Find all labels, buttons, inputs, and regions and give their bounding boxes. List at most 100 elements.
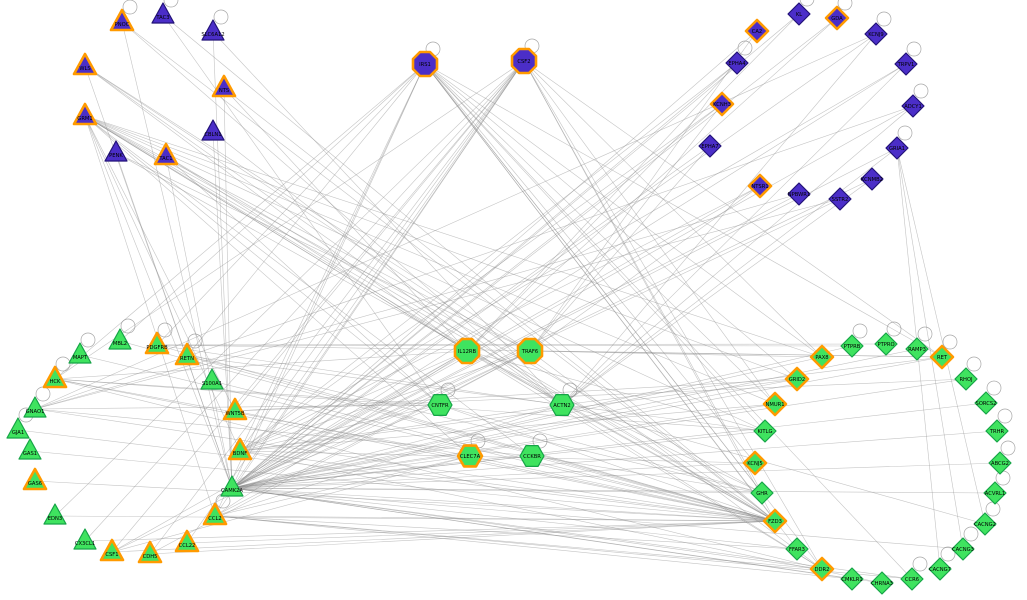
diamond-shape — [840, 334, 864, 358]
node-label: ADCY1 — [904, 104, 922, 110]
node-ret[interactable]: RET — [929, 344, 955, 370]
node-nmur1[interactable]: NMUR1 — [762, 391, 788, 417]
node-gja1[interactable]: GJA1 — [6, 417, 30, 439]
node-csf1[interactable]: CSF1 — [99, 538, 125, 562]
node-ptprb[interactable]: PTPRB — [840, 334, 864, 358]
node-adcy1[interactable]: ADCY1 — [901, 94, 925, 118]
edge-camk2a-cacng3 — [231, 487, 964, 550]
node-npbwr1[interactable]: NPBWR1 — [787, 182, 811, 206]
node-tac3[interactable]: TAC3 — [151, 2, 175, 24]
node-retn[interactable]: RETN — [174, 342, 200, 366]
triangle-shape — [23, 396, 47, 418]
node-pdgfrb[interactable]: PDGFRB — [144, 331, 170, 355]
node-edn3[interactable]: EDN3 — [43, 503, 67, 525]
node-ffar3[interactable]: FFAR3 — [785, 537, 809, 561]
edge-grm1-bdnf — [84, 115, 241, 452]
node-grid2[interactable]: GRID2 — [784, 366, 810, 392]
node-cx3cl1[interactable]: CX3CL1 — [73, 528, 97, 550]
node-clec7a[interactable]: CLEC7A — [456, 444, 484, 468]
node-ccl22[interactable]: CCL22 — [174, 529, 200, 553]
node-kitlg[interactable]: KITLG — [753, 419, 777, 443]
node-label: KITLG — [757, 429, 772, 435]
node-pax8[interactable]: PAX8 — [809, 344, 835, 370]
node-mapt[interactable]: MAPT — [68, 342, 92, 364]
node-sstr2[interactable]: SSTR2 — [828, 187, 852, 211]
edge-camk2a-grid2 — [231, 378, 798, 489]
node-kcnmb2[interactable]: KCNMB2 — [860, 167, 884, 191]
node-actn2[interactable]: ACTN2 — [549, 394, 575, 416]
node-bdnf[interactable]: BDNF — [227, 437, 253, 461]
node-rhoj[interactable]: RHOJ — [954, 367, 978, 391]
node-cmklr1[interactable]: CMKLR1 — [840, 567, 864, 591]
node-cckbr[interactable]: CCKBR — [519, 445, 545, 467]
node-epha7[interactable]: EPHA7 — [698, 134, 722, 158]
edge-grm1-pax8 — [84, 115, 823, 358]
node-abcg2[interactable]: ABCG2 — [988, 451, 1012, 475]
node-ptpro[interactable]: PTPRO — [874, 332, 898, 356]
node-gnao1[interactable]: GNAO1 — [23, 396, 47, 418]
diamond-shape — [885, 136, 909, 160]
node-ntsr1[interactable]: NTSR1 — [747, 173, 773, 199]
node-ca2[interactable]: CA2 — [744, 18, 770, 44]
node-cbln1[interactable]: CBLN1 — [201, 119, 225, 141]
edge-irs1-ddr2 — [424, 63, 823, 570]
diamond-shape — [988, 451, 1012, 475]
edge-fzd3-mapt — [79, 354, 776, 522]
node-kl[interactable]: KL — [787, 2, 811, 26]
self-loop-ramp3 — [917, 326, 933, 342]
node-ddr2[interactable]: DDR2 — [809, 556, 835, 582]
node-mbl2[interactable]: MBL2 — [108, 328, 132, 350]
node-trpv1[interactable]: TRPV1 — [894, 52, 918, 76]
node-hck[interactable]: HCK — [42, 365, 68, 389]
node-irs1[interactable]: IRS1 — [411, 50, 439, 78]
node-csf2[interactable]: CSF2 — [510, 47, 538, 75]
node-gda[interactable]: GDA — [824, 5, 850, 31]
node-gas6[interactable]: GAS6 — [22, 467, 48, 491]
node-wnt5b[interactable]: WNT5B — [222, 397, 248, 421]
node-cntfr[interactable]: CNTFR — [427, 394, 453, 416]
node-kcnh3[interactable]: KCNH3 — [709, 91, 735, 117]
node-pnoc[interactable]: PNOC — [109, 8, 135, 32]
edge-wls-fzd3 — [84, 65, 776, 522]
diamond-shape — [698, 134, 722, 158]
edge-irs1-ret — [424, 63, 943, 358]
node-label: SLC6A12 — [201, 32, 224, 38]
node-epha4[interactable]: EPHA4 — [725, 51, 749, 75]
node-ramp3[interactable]: RAMP3 — [905, 337, 929, 361]
node-kcnj5[interactable]: KCNJ5 — [742, 450, 768, 476]
node-cdh5[interactable]: CDH5 — [137, 540, 163, 564]
node-s100a1[interactable]: S100A1 — [200, 368, 224, 390]
node-acvrl1[interactable]: ACVRL1 — [983, 481, 1007, 505]
edge-fzd3-gas6 — [34, 480, 776, 522]
node-tac1[interactable]: TAC1 — [153, 142, 179, 166]
node-label: FZD3 — [768, 519, 782, 525]
node-penk[interactable]: PENK — [104, 140, 128, 162]
node-cacng7[interactable]: CACNG7 — [928, 557, 952, 581]
node-sorcs2[interactable]: SORCS2 — [974, 391, 998, 415]
node-gria1[interactable]: GRIA1 — [885, 136, 909, 160]
node-label: ACTN2 — [553, 403, 570, 409]
node-ccr6[interactable]: CCR6 — [900, 567, 924, 591]
node-nts[interactable]: NTS — [211, 74, 237, 98]
node-chrna3[interactable]: CHRNA3 — [870, 571, 894, 595]
node-fzd3[interactable]: FZD3 — [762, 508, 788, 534]
node-trhr[interactable]: TRHR — [985, 419, 1009, 443]
node-cacng2[interactable]: CACNG2 — [973, 512, 997, 536]
node-grm1[interactable]: GRM1 — [72, 102, 98, 126]
node-wls[interactable]: WLS — [72, 52, 98, 76]
node-ghr[interactable]: GHR — [750, 481, 774, 505]
node-camk2a[interactable]: CAMK2A — [220, 475, 244, 497]
node-cacng3[interactable]: CACNG3 — [951, 537, 975, 561]
diamond-shape — [784, 366, 810, 392]
diamond-shape — [809, 556, 835, 582]
edge-slc6a12-actn2 — [212, 31, 563, 406]
node-traf6[interactable]: TRAF6 — [516, 337, 544, 365]
node-il12rb[interactable]: IL12RB — [453, 337, 481, 365]
node-kcnj9[interactable]: KCNJ9 — [864, 22, 888, 46]
node-label: GJA1 — [12, 430, 24, 436]
node-gas1[interactable]: GAS1 — [18, 438, 42, 460]
node-slc6a12[interactable]: SLC6A12 — [201, 19, 225, 41]
diamond-shape — [744, 18, 770, 44]
node-ccl2[interactable]: CCL2 — [202, 502, 228, 526]
